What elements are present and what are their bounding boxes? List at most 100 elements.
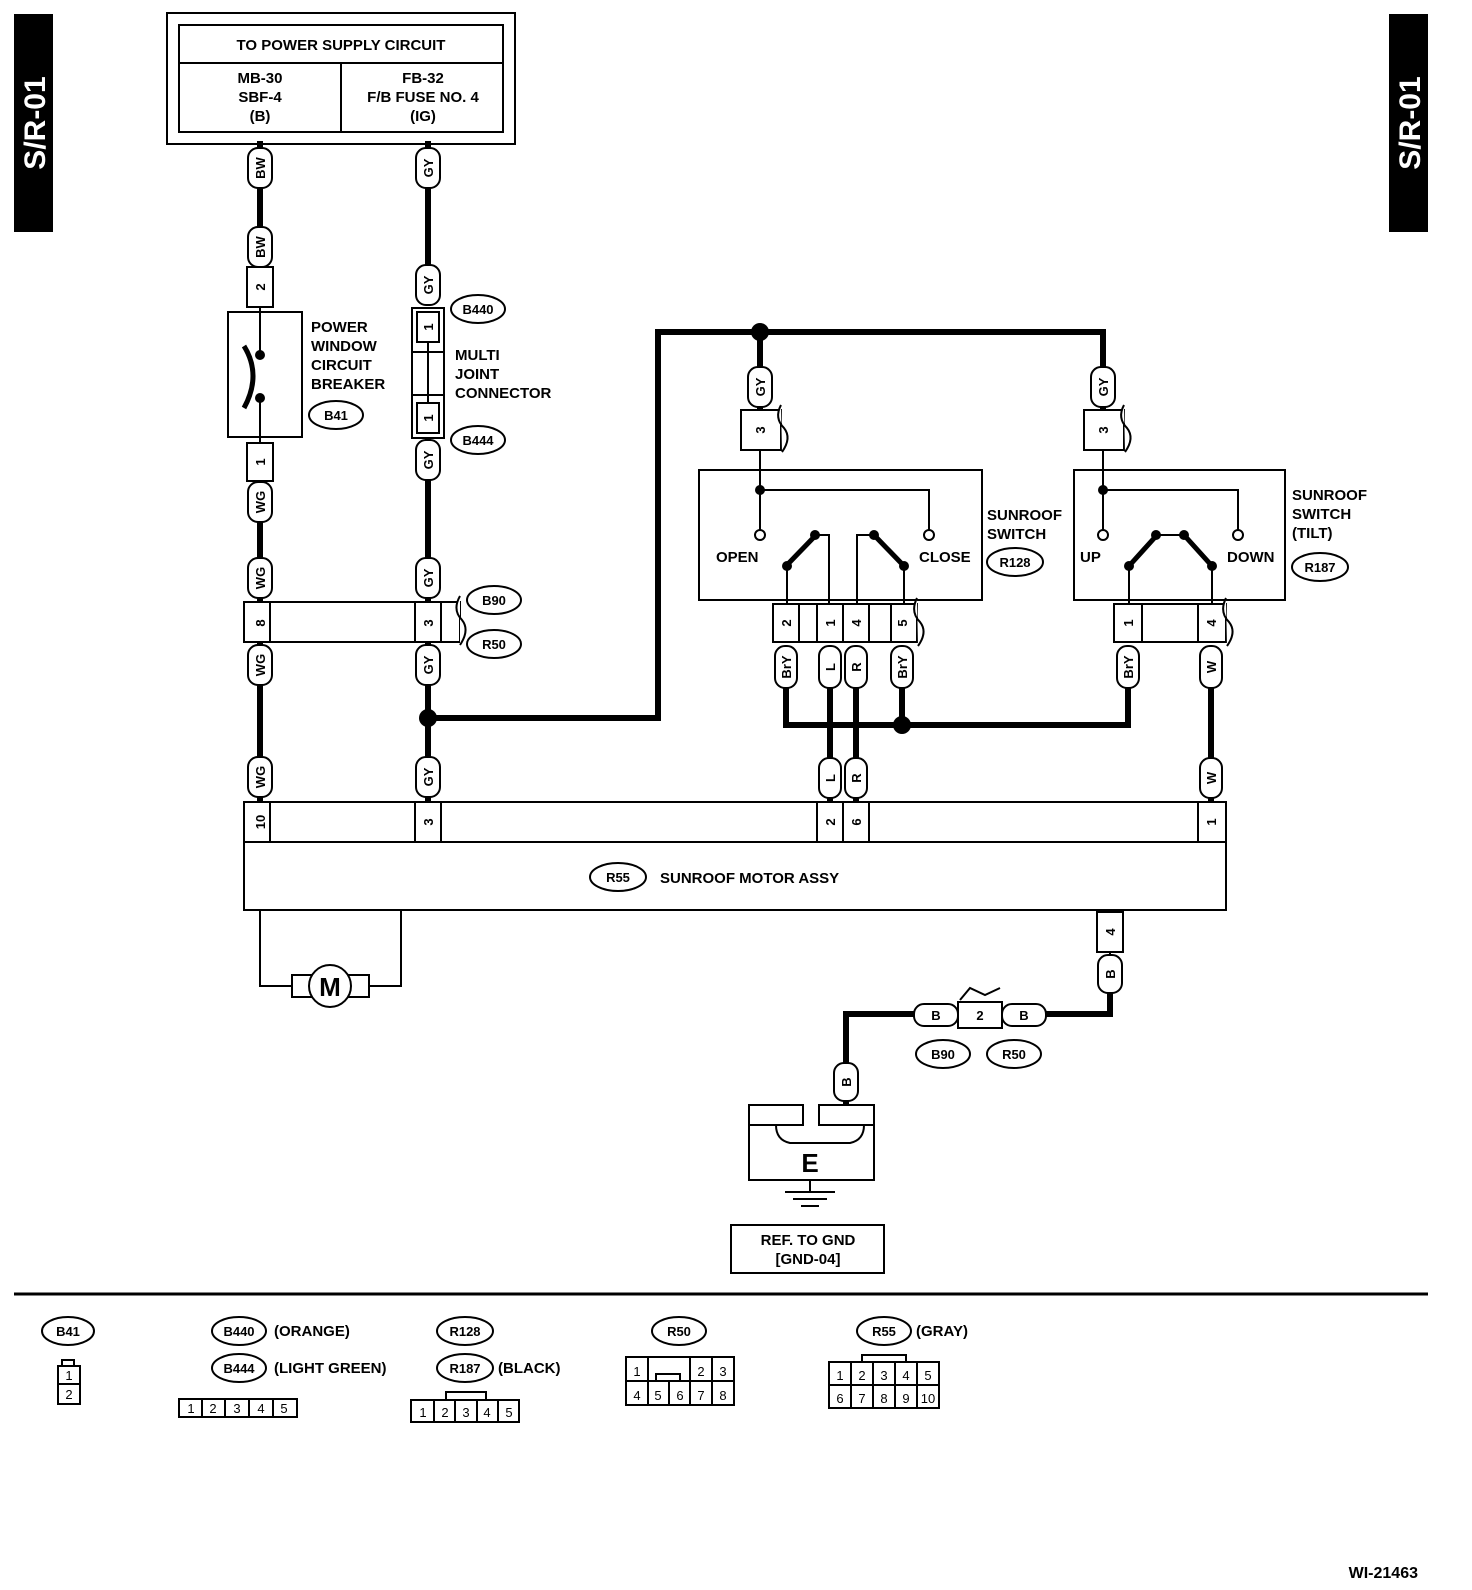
- wire-label-b-h2: B: [1001, 1003, 1047, 1027]
- svg-text:10: 10: [921, 1391, 935, 1406]
- svg-text:WG: WG: [253, 654, 268, 676]
- connector-r128: R128: [999, 555, 1030, 570]
- multi-joint-connector: 1 1 B440 B444 MULTI JOINT CONNECTOR: [411, 294, 552, 455]
- svg-text:5: 5: [654, 1388, 661, 1403]
- connector-b444: B444: [462, 433, 494, 448]
- svg-text:(ORANGE): (ORANGE): [274, 1323, 350, 1340]
- wire-label-wg-1: WG: [247, 481, 273, 523]
- sunroof-switch-r128: 3 OPEN CLOSE 2 1 4 5 SUNROOF SWIT: [698, 404, 1062, 647]
- ground-connector-r50: R50: [1002, 1047, 1026, 1062]
- svg-text:5: 5: [505, 1405, 512, 1420]
- svg-text:6: 6: [676, 1388, 683, 1403]
- switch-r128-label-1: SUNROOF: [987, 507, 1062, 524]
- wire-label-gy-1: GY: [415, 147, 441, 189]
- svg-text:GY: GY: [421, 568, 436, 587]
- switch-down-label: DOWN: [1227, 549, 1275, 566]
- svg-text:3: 3: [421, 818, 436, 825]
- svg-text:B: B: [931, 1008, 940, 1023]
- svg-text:BrY: BrY: [895, 655, 910, 678]
- svg-text:2: 2: [65, 1387, 72, 1402]
- svg-text:GY: GY: [753, 377, 768, 396]
- svg-text:2: 2: [858, 1368, 865, 1383]
- svg-text:GY: GY: [421, 158, 436, 177]
- ground-e: E REF. TO GND [GND-04]: [730, 1104, 885, 1274]
- connector-b90: B90: [482, 593, 506, 608]
- svg-text:(GRAY): (GRAY): [916, 1323, 968, 1340]
- side-tab-left-text: S/R-01: [19, 76, 52, 169]
- breaker-label-1: POWER: [311, 319, 368, 336]
- switch-r187-label-1: SUNROOF: [1292, 487, 1367, 504]
- legend-r50: R50 1 2 3 4 5 6 7 8: [625, 1316, 735, 1406]
- svg-text:WG: WG: [253, 567, 268, 589]
- power-supply-title: TO POWER SUPPLY CIRCUIT: [237, 37, 446, 54]
- svg-text:L: L: [823, 663, 838, 671]
- multi-joint-label-3: CONNECTOR: [455, 385, 552, 402]
- ground-ref-line2: [GND-04]: [775, 1251, 840, 1268]
- wire-label-b-h1: B: [913, 1003, 959, 1027]
- svg-text:L: L: [823, 774, 838, 782]
- svg-text:BW: BW: [253, 156, 268, 178]
- switch-up-label: UP: [1080, 549, 1101, 566]
- legend-b440-b444: B440 (ORANGE) B444 (LIGHT GREEN) 1 2 3 4…: [178, 1316, 387, 1418]
- power-left-line1: MB-30: [237, 70, 282, 87]
- svg-text:B41: B41: [56, 1324, 80, 1339]
- wire-label-l-2: L: [818, 757, 842, 799]
- svg-text:3: 3: [880, 1368, 887, 1383]
- svg-text:1: 1: [419, 1405, 426, 1420]
- svg-text:B: B: [839, 1077, 854, 1086]
- wire-label-wg-4: WG: [247, 756, 273, 798]
- svg-text:1: 1: [836, 1368, 843, 1383]
- svg-text:4: 4: [1204, 619, 1219, 627]
- ground-symbol-e: E: [801, 1148, 818, 1178]
- svg-text:8: 8: [880, 1391, 887, 1406]
- svg-text:R: R: [849, 662, 864, 672]
- svg-text:1: 1: [1204, 818, 1219, 825]
- svg-text:1: 1: [65, 1368, 72, 1383]
- wire-label-gy-3: GY: [415, 439, 441, 481]
- wire-label-bw-1: BW: [247, 147, 273, 189]
- svg-text:8: 8: [719, 1388, 726, 1403]
- svg-text:3: 3: [719, 1364, 726, 1379]
- svg-text:WG: WG: [253, 766, 268, 788]
- svg-text:7: 7: [858, 1391, 865, 1406]
- svg-text:GY: GY: [421, 275, 436, 294]
- svg-text:R128: R128: [449, 1324, 480, 1339]
- wire-label-r-2: R: [844, 757, 868, 799]
- switch-open-label: OPEN: [716, 549, 759, 566]
- switch-close-label: CLOSE: [919, 549, 971, 566]
- svg-text:GY: GY: [421, 450, 436, 469]
- power-right-line1: FB-32: [402, 70, 444, 87]
- ground-ref-line1: REF. TO GND: [761, 1232, 856, 1249]
- switch-r187-label-2: SWITCH: [1292, 506, 1351, 523]
- svg-text:BW: BW: [253, 235, 268, 257]
- svg-text:4: 4: [257, 1401, 264, 1416]
- wire-label-gy-2: GY: [415, 264, 441, 306]
- svg-text:W: W: [1204, 660, 1219, 673]
- svg-text:10: 10: [253, 815, 268, 829]
- circuit-breaker: 2 1 POWER WINDOW CIRCUIT BREAKER B41: [227, 266, 385, 482]
- svg-text:2: 2: [441, 1405, 448, 1420]
- svg-text:5: 5: [280, 1401, 287, 1416]
- motor-symbol: M: [319, 972, 341, 1002]
- svg-text:B440: B440: [223, 1324, 254, 1339]
- svg-text:GY: GY: [421, 655, 436, 674]
- side-tab-left: S/R-01: [14, 14, 53, 232]
- svg-text:R55: R55: [872, 1324, 896, 1339]
- svg-text:3: 3: [462, 1405, 469, 1420]
- breaker-connector: B41: [324, 408, 348, 423]
- wire-label-bry-2: BrY: [890, 645, 914, 689]
- breaker-pin-bottom: 1: [253, 458, 268, 465]
- side-tab-right-text: S/R-01: [1394, 76, 1427, 169]
- junction-dots: [419, 323, 911, 734]
- multi-joint-label-1: MULTI: [455, 347, 500, 364]
- svg-text:1: 1: [823, 619, 838, 626]
- svg-text:4: 4: [483, 1405, 490, 1420]
- wire-label-b-1: B: [1097, 954, 1123, 994]
- svg-text:5: 5: [895, 619, 910, 626]
- motor-assy-label: SUNROOF MOTOR ASSY: [660, 870, 839, 887]
- sunroof-motor-assy: 10 3 2 6 1 R55 SUNROOF MOTOR ASSY M 4: [243, 801, 1227, 1008]
- svg-text:2: 2: [697, 1364, 704, 1379]
- svg-text:2: 2: [976, 1008, 983, 1023]
- junction-b90-r50: 8 3 B90 R50: [243, 585, 522, 659]
- wire-label-gy-5: GY: [415, 644, 441, 686]
